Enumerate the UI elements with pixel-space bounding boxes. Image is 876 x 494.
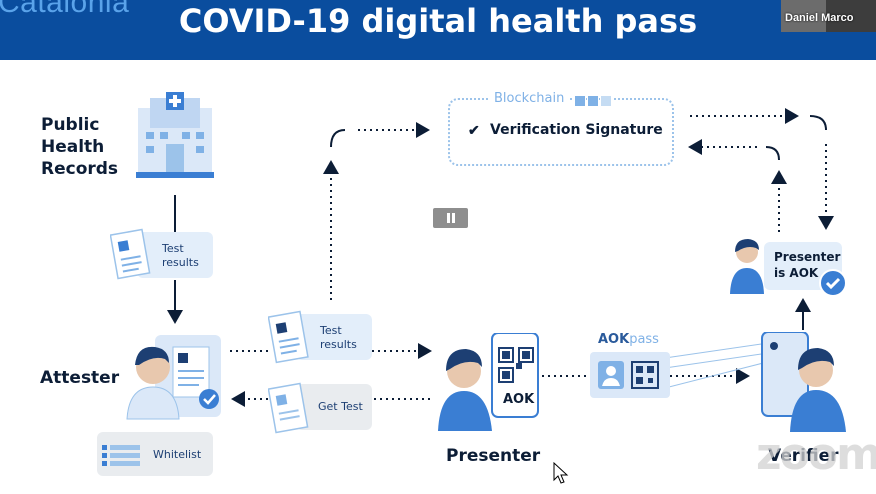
org-name-partial: Catalonia <box>0 0 130 19</box>
verified-check-icon <box>819 269 847 297</box>
mouse-pointer-icon <box>553 462 569 484</box>
presenter-label: Presenter <box>446 446 541 466</box>
pause-icon <box>447 213 450 223</box>
test-results-label-2: results <box>162 256 199 269</box>
pause-button[interactable] <box>433 208 468 228</box>
aokpass-label-bold: AOK <box>598 332 630 347</box>
presenter-is-aok-line-1: Presenter <box>774 250 841 264</box>
document-icon-get-test <box>268 382 309 434</box>
verification-signature-label: Verification Signature <box>490 122 663 138</box>
aokpass-label: AOKpass <box>598 332 659 347</box>
attester-label: Attester <box>40 368 120 388</box>
presenter-is-aok-line-2: is AOK <box>774 266 819 280</box>
document-icon <box>110 228 151 280</box>
test-results-middle-label-1: Test <box>320 324 342 337</box>
header-banner <box>0 0 876 60</box>
blockchain-box: Blockchain ✔ Verification Signature <box>448 91 674 166</box>
block-square-icon <box>600 95 612 107</box>
blockchain-label: Blockchain <box>490 91 569 106</box>
get-test-card: Get Test <box>296 384 372 430</box>
list-icon <box>102 445 140 466</box>
participant-video-tile[interactable]: Daniel Marco <box>781 0 876 32</box>
aokpass-label-light: pass <box>629 332 659 347</box>
public-records-line-2: Health <box>41 137 105 157</box>
presenter-person-icon <box>438 333 539 431</box>
verifier-label: Verifier <box>768 446 839 466</box>
block-square-icon <box>587 95 599 107</box>
hospital-icon <box>136 92 214 178</box>
phone-aok-label: AOK <box>503 392 535 407</box>
presenter-is-aok-card: Presenter is AOK <box>764 242 842 290</box>
participant-name: Daniel Marco <box>785 12 854 24</box>
public-records-label: Public Health Records <box>41 114 118 180</box>
public-records-line-3: Records <box>41 159 119 179</box>
document-icon-middle <box>268 310 309 364</box>
aokpass-card-icon <box>590 352 670 398</box>
test-results-label-1: Test <box>162 242 184 255</box>
test-results-card-middle: Test results <box>296 314 372 360</box>
presenter-small-icon <box>730 239 764 294</box>
whitelist-label: Whitelist <box>153 448 202 461</box>
test-results-middle-label-2: results <box>320 338 357 351</box>
attester-person-icon <box>126 335 221 420</box>
block-square-icon <box>574 95 586 107</box>
check-icon: ✔ <box>468 122 480 138</box>
verifier-person-icon <box>761 332 846 432</box>
slide-title: COVID-19 digital health pass <box>178 2 698 40</box>
get-test-label: Get Test <box>318 400 363 413</box>
zoom-watermark: zoom <box>756 429 876 480</box>
participant-video-feed <box>826 0 876 32</box>
public-records-line-1: Public <box>41 115 100 135</box>
